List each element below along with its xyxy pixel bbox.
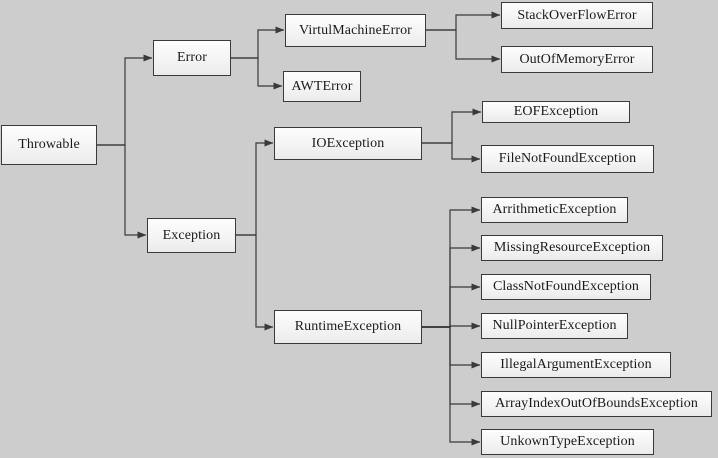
edge-ioexception-to-filenotfoundexception bbox=[422, 142, 481, 163]
node-label: Throwable bbox=[18, 137, 80, 152]
node-label: OutOfMemoryError bbox=[519, 51, 635, 67]
edge-runtimeexception-to-nullpointerexception bbox=[422, 322, 481, 330]
node-label: Error bbox=[176, 50, 208, 65]
edge-throwable-to-exception bbox=[97, 144, 147, 239]
node-label: FileNotFoundException bbox=[498, 151, 637, 166]
node-illegalargumentexception[interactable]: IllegalArgumentException bbox=[481, 352, 671, 378]
node-error[interactable]: Error bbox=[153, 40, 231, 76]
node-throwable[interactable]: Throwable bbox=[1, 125, 97, 165]
edge-virtualmachineerror-to-stackoverflowerror bbox=[426, 11, 501, 31]
edge-runtimeexception-to-unkowntypeexception bbox=[422, 326, 481, 446]
node-outofmemoryerror[interactable]: OutOfMemoryError bbox=[501, 46, 653, 73]
node-awterror[interactable]: AWTError bbox=[283, 71, 361, 102]
node-label: IllegalArgumentException bbox=[500, 357, 652, 372]
edge-runtimeexception-to-missingresourceexception bbox=[422, 244, 481, 328]
edge-ioexception-to-eofexception bbox=[422, 108, 482, 144]
node-label: Exception bbox=[162, 227, 221, 243]
node-filenotfoundexception[interactable]: FileNotFoundException bbox=[481, 145, 654, 173]
node-stackoverflowerror[interactable]: StackOverFlowError bbox=[501, 2, 653, 29]
edge-error-to-virtualmachineerror bbox=[231, 26, 285, 59]
edge-runtimeexception-to-illegalargumentexception bbox=[422, 326, 481, 369]
node-label: IOException bbox=[311, 135, 385, 151]
edge-virtualmachineerror-to-outofmemoryerror bbox=[426, 29, 501, 63]
node-nullpointerexception[interactable]: NullPointerException bbox=[481, 313, 628, 339]
node-exception[interactable]: Exception bbox=[147, 218, 236, 253]
node-eofexception[interactable]: EOFException bbox=[482, 101, 630, 123]
node-label: VirtulMachineError bbox=[299, 22, 412, 38]
edge-exception-to-ioexception bbox=[236, 139, 274, 236]
node-arrithmeticexception[interactable]: ArrithmeticException bbox=[481, 197, 628, 223]
node-label: NullPointerException bbox=[492, 318, 617, 333]
node-label: UnkownTypeException bbox=[500, 434, 635, 449]
node-arrayindexoutofbounds[interactable]: ArrayIndexOutOfBoundsException bbox=[481, 391, 712, 417]
edge-runtimeexception-to-arrayindexoutofbounds bbox=[422, 326, 481, 408]
node-classnotfoundexception[interactable]: ClassNotFoundException bbox=[481, 274, 651, 300]
edge-runtimeexception-to-arrithmeticexception bbox=[422, 206, 481, 328]
edge-error-to-awterror bbox=[231, 57, 283, 90]
node-ioexception[interactable]: IOException bbox=[274, 127, 422, 160]
node-label: EOFException bbox=[513, 104, 599, 119]
node-label: ArrithmeticException bbox=[492, 202, 617, 217]
node-label: ClassNotFoundException bbox=[492, 279, 640, 294]
node-label: StackOverFlowError bbox=[517, 7, 637, 23]
edge-throwable-to-error bbox=[97, 54, 153, 146]
node-label: AWTError bbox=[291, 78, 353, 94]
node-virtualmachineerror[interactable]: VirtulMachineError bbox=[285, 14, 426, 47]
node-unkowntypeexception[interactable]: UnkownTypeException bbox=[481, 429, 654, 455]
edge-runtimeexception-to-classnotfoundexception bbox=[422, 283, 481, 328]
node-label: MissingResourceException bbox=[493, 240, 651, 255]
node-runtimeexception[interactable]: RuntimeException bbox=[274, 310, 422, 344]
node-label: RuntimeException bbox=[294, 319, 402, 334]
node-missingresourceexception[interactable]: MissingResourceException bbox=[481, 235, 663, 261]
edge-exception-to-runtimeexception bbox=[236, 234, 274, 331]
node-label: ArrayIndexOutOfBoundsException bbox=[495, 396, 698, 411]
